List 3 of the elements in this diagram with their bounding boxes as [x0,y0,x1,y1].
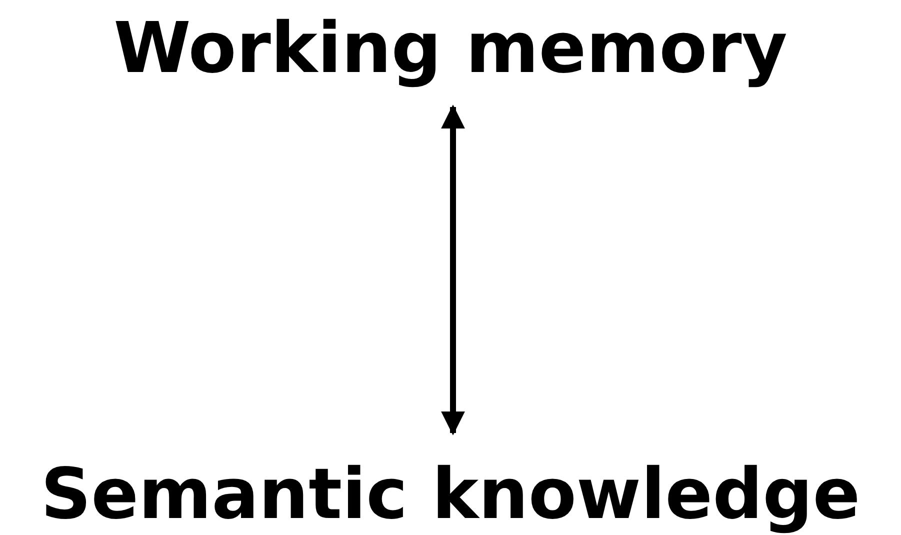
node-label: Semantic knowledge [40,453,860,535]
double-headed-arrow [441,104,465,436]
node-label: Working memory [114,7,788,89]
